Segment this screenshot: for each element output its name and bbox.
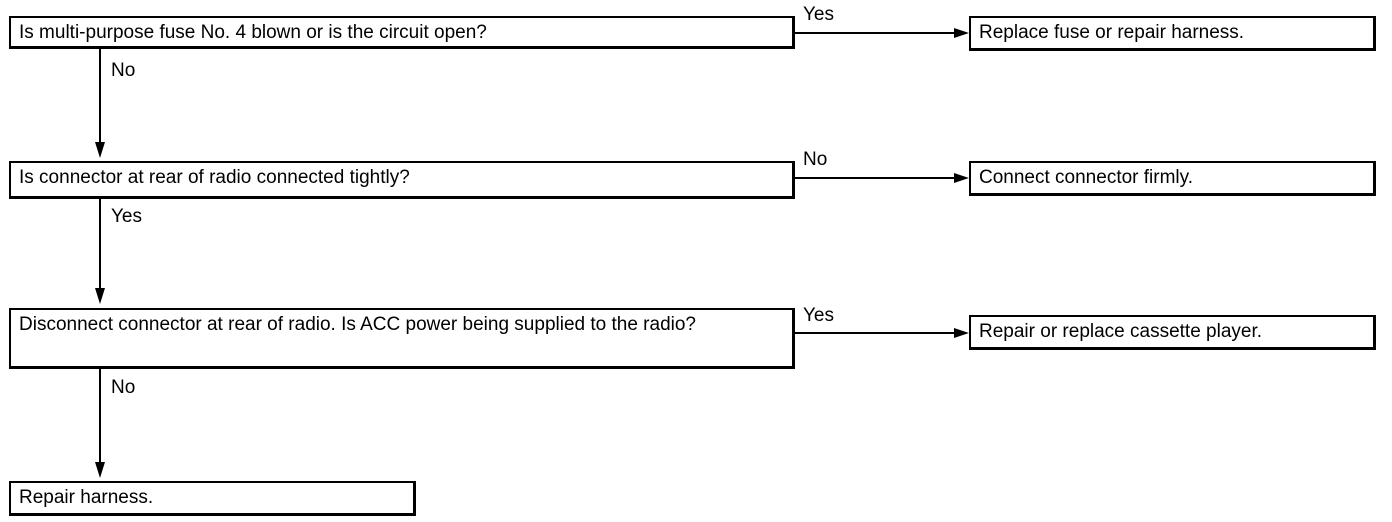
edge-label-q1-yes: Yes — [803, 4, 834, 25]
edge-label-q1-no: No — [111, 60, 136, 81]
edge-label-q2-yes: Yes — [111, 206, 142, 227]
action-box-repair-cassette: Repair or replace cassette player. — [969, 315, 1376, 350]
decision-box-connector: Is connector at rear of radio connected … — [9, 161, 795, 199]
arrowhead-q3-no — [95, 462, 105, 478]
arrowhead-q2-no — [954, 173, 969, 183]
arrowhead-q2-yes — [95, 288, 105, 304]
arrowhead-q1-yes — [954, 28, 969, 38]
edge-label-q3-no: No — [111, 377, 136, 398]
action-box-repair-harness: Repair harness. — [9, 481, 416, 516]
arrowhead-q3-yes — [954, 328, 969, 338]
arrowhead-q1-no — [95, 142, 105, 158]
action-box-replace-fuse: Replace fuse or repair harness. — [969, 16, 1376, 51]
decision-box-fuse: Is multi-purpose fuse No. 4 blown or is … — [9, 16, 795, 49]
decision-box-acc-power: Disconnect connector at rear of radio. I… — [9, 308, 795, 369]
edge-label-q2-no: No — [803, 149, 828, 170]
action-box-connect-connector: Connect connector firmly. — [969, 161, 1376, 196]
edge-label-q3-yes: Yes — [803, 305, 834, 326]
